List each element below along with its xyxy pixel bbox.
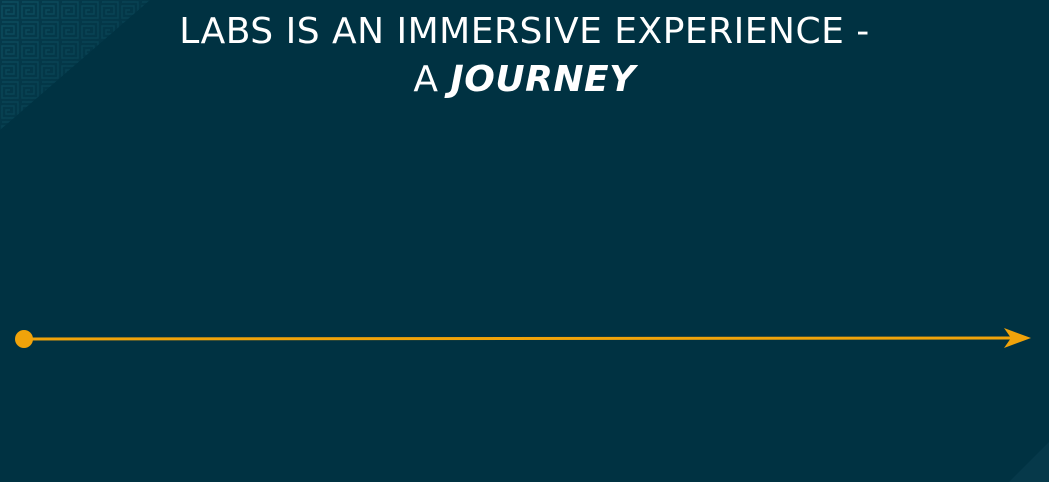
title-emphasis: JOURNEY: [450, 59, 636, 100]
title-line-1: LABS IS AN IMMERSIVE EXPERIENCE -: [179, 11, 870, 52]
journey-timeline: [15, 328, 1031, 348]
title-line-2: A JOURNEY: [0, 56, 1049, 104]
decorative-corner-bottom-right: [1009, 442, 1049, 482]
circle-dot-icon: [15, 330, 33, 348]
slide-title: LABS IS AN IMMERSIVE EXPERIENCE - A JOUR…: [0, 8, 1049, 104]
title-line-2-prefix: A: [413, 59, 451, 100]
arrowhead-icon: [1004, 328, 1031, 348]
decorative-pattern-top-left: [0, 0, 150, 130]
timeline-line: [23, 336, 1019, 341]
